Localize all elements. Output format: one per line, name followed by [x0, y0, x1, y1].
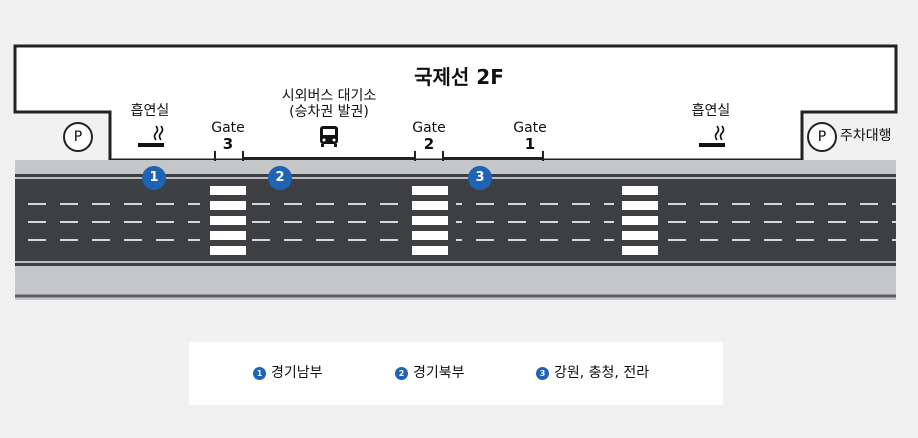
- bus-waiting-label: 시외버스 대기소 (승차권 발권): [254, 88, 404, 120]
- stop-badge-1: 1: [142, 166, 166, 190]
- stop-badge-2: 2: [268, 166, 292, 190]
- legend-label-3: 강원, 충청, 전라: [554, 365, 650, 381]
- lower-sidewalk: [15, 266, 896, 300]
- legend-item-2: 2 경기북부: [395, 365, 465, 382]
- crosswalk-3: [614, 184, 666, 258]
- gate-3: Gate 3: [211, 120, 245, 153]
- lane-markings: [28, 203, 896, 241]
- legend-label-1: 경기남부: [271, 365, 323, 381]
- smoking-room-left-label: 흡연실: [130, 103, 170, 119]
- bus-waiting-line2: (승차권 발권): [289, 104, 369, 120]
- parking-right-icon: P: [807, 122, 837, 152]
- legend-badge-1: 1: [253, 367, 266, 380]
- floor-title: 국제선 2F: [414, 65, 504, 89]
- parking-left-icon: P: [63, 122, 93, 152]
- upper-sidewalk: [15, 160, 896, 174]
- legend-badge-3: 3: [536, 367, 549, 380]
- cigarette-icon-left: [138, 125, 164, 147]
- stop-badge-3: 3: [468, 166, 492, 190]
- cigarette-icon-right: [699, 125, 725, 147]
- legend-item-3: 3 강원, 충청, 전라: [536, 365, 649, 382]
- legend-badge-2: 2: [395, 367, 408, 380]
- legend: 1 경기남부 2 경기북부 3 강원, 충청, 전라: [189, 342, 723, 405]
- bus-waiting-line1: 시외버스 대기소: [281, 88, 377, 104]
- gate-2: Gate 2: [412, 120, 446, 153]
- bus-icon: [320, 126, 338, 147]
- gate-1: Gate 1: [513, 120, 547, 153]
- legend-label-2: 경기북부: [413, 365, 465, 381]
- crosswalk-1: [200, 184, 246, 258]
- legend-item-1: 1 경기남부: [253, 365, 323, 382]
- gate-ticks: [214, 151, 544, 161]
- smoking-room-right-label: 흡연실: [691, 103, 731, 119]
- valet-parking-label: 주차대행: [840, 128, 892, 144]
- crosswalk-2: [404, 184, 456, 258]
